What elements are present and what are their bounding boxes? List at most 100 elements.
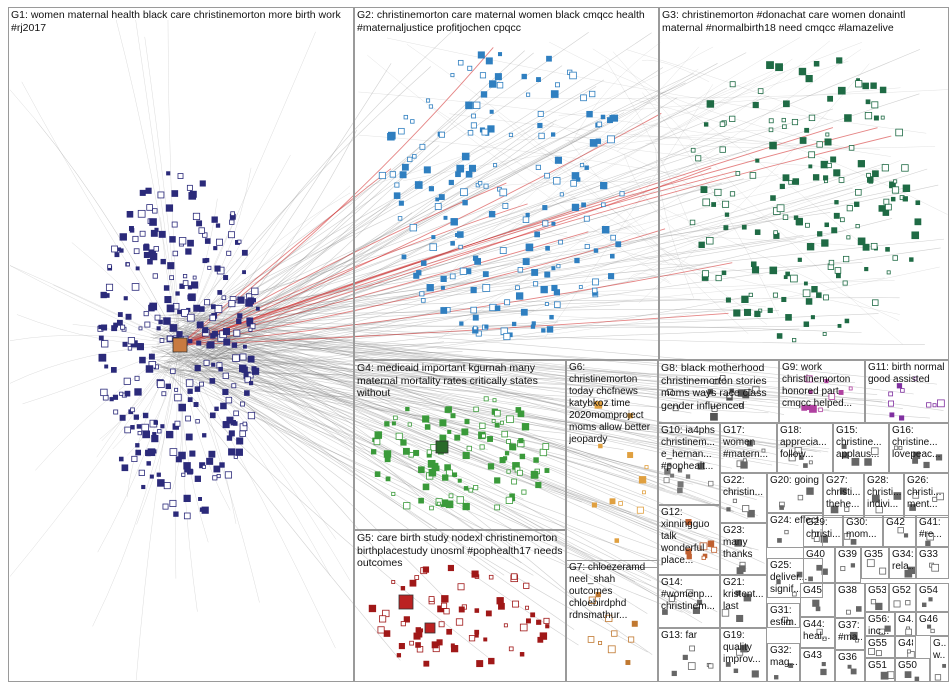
- group-panel-g47: G4...: [895, 612, 916, 636]
- group-label: G50: [898, 660, 927, 672]
- group-panel-g43: G43: [800, 648, 835, 682]
- group-label: G22: christin...: [723, 475, 764, 499]
- group-label: G3: christinemorton #donachat care women…: [662, 9, 946, 34]
- group-panel-g50: G50: [895, 658, 930, 682]
- group-panel-g10: G10: ia4phs christinem... e_hernan... #p…: [658, 423, 720, 505]
- group-label: G40: [806, 549, 832, 561]
- group-label: G54: [919, 585, 946, 597]
- group-panel-g12: G12: xinningguo talk wonderful place...: [658, 505, 720, 575]
- group-label: G46: [919, 614, 946, 626]
- group-label: G9: work christinemorton honored part cm…: [782, 362, 862, 410]
- group-panel-g20: G20: going: [767, 473, 823, 513]
- group-label: G45: [803, 585, 832, 597]
- group-label: G18: apprecia... follow...: [780, 425, 830, 461]
- group-panel-g34: G34: rela...: [889, 547, 916, 579]
- group-panel-g40: G40: [803, 547, 835, 583]
- group-panel-g23: G23: many thanks: [720, 523, 767, 575]
- group-label: G23: many thanks: [723, 525, 764, 561]
- group-panel-g48: G48: [895, 636, 916, 658]
- group-panel-g1: G1: women maternal health black care chr…: [8, 7, 354, 682]
- group-label: G44: heal...: [803, 619, 832, 643]
- group-panel-g56: G56: inc...: [865, 612, 895, 636]
- group-label: G6: christinemorton today chcfnews katyb…: [569, 362, 655, 446]
- group-panel-g33: G33: [916, 547, 949, 579]
- group-panel-g49: G... w...: [930, 636, 949, 682]
- group-panel-g35: G35: [861, 547, 889, 579]
- group-panel-g13: G13: far: [658, 628, 720, 682]
- group-label: G39: [838, 549, 858, 561]
- group-panel-g32: G32: mag...: [767, 643, 800, 682]
- group-panel-g7: G7: chloezeramd neel_shah outcomes chloe…: [566, 560, 658, 682]
- group-label: G16: christine... lovepeac...: [892, 425, 946, 461]
- group-label: G41: #re...: [919, 517, 946, 541]
- group-panel-g30: G30: mom...: [843, 515, 883, 547]
- group-panel-g41: G41: #re...: [916, 515, 949, 547]
- group-panel-g19: G19: quality improv...: [720, 628, 767, 682]
- group-label: G19: quality improv...: [723, 630, 764, 666]
- group-panel-g6: G6: christinemorton today chcfnews katyb…: [566, 360, 658, 568]
- group-panel-g15: G15: christine... applaus...: [833, 423, 889, 473]
- group-panel-g14: G14: #womenp... christinem...: [658, 575, 720, 628]
- group-panel-g3: G3: christinemorton #donachat care women…: [659, 7, 949, 360]
- group-label: G17: women #matern...: [723, 425, 774, 461]
- group-label: G27: christi... thehe...: [826, 475, 861, 511]
- group-label: G53: [868, 585, 886, 597]
- group-label: G29: christi...: [806, 517, 840, 541]
- group-panel-g38: G38: [835, 583, 865, 618]
- group-label: G8: black motherhood christinemorton sto…: [661, 362, 776, 412]
- group-panel-g45: G45: [800, 583, 835, 617]
- group-panel-g11: G11: birth normal good assisted: [865, 360, 949, 423]
- group-label: G26: christi... ment...: [907, 475, 946, 511]
- group-panel-g39: G39: [835, 547, 861, 583]
- group-panel-g31: G31: estim...: [767, 603, 800, 628]
- group-panel-g26: G26: christi... ment...: [904, 473, 949, 518]
- group-label: G13: far: [661, 630, 717, 642]
- group-label: G15: christine... applaus...: [836, 425, 886, 461]
- group-label: G12: xinningguo talk wonderful place...: [661, 507, 717, 567]
- group-label: G4: medicaid important kgurnah many mate…: [357, 362, 563, 400]
- group-panel-g22: G22: christin...: [720, 473, 767, 523]
- group-label: G21: kristent... last: [723, 577, 764, 613]
- group-label: G11: birth normal good assisted: [868, 362, 946, 386]
- group-panel-g55: G55: [865, 636, 895, 658]
- group-panel-g46: G46: [916, 612, 949, 636]
- group-label: G55: [868, 638, 892, 650]
- group-label: G32: mag...: [770, 645, 797, 669]
- group-label: G52: [892, 585, 913, 597]
- group-label: G4...: [898, 614, 913, 626]
- group-panel-g44: G44: heal...: [800, 617, 835, 648]
- group-panel-g18: G18: apprecia... follow...: [777, 423, 833, 473]
- group-label: G48: [898, 638, 913, 650]
- group-panel-g9: G9: work christinemorton honored part cm…: [779, 360, 865, 423]
- group-label: G5: care birth study nodexl christinemor…: [357, 532, 563, 570]
- group-label: G42: [886, 517, 913, 529]
- group-panel-g21: G21: kristent... last: [720, 575, 767, 628]
- group-label: G7: chloezeramd neel_shah outcomes chloe…: [569, 562, 655, 622]
- group-label: G31: estim...: [770, 605, 797, 629]
- group-label: G... w...: [933, 638, 946, 662]
- group-panel-g27: G27: christi... thehe...: [823, 473, 864, 518]
- group-label: G20: going: [770, 475, 820, 487]
- group-label: G37: #ma...: [838, 620, 862, 644]
- group-label: G35: [864, 549, 886, 561]
- group-label: G36: [838, 652, 862, 664]
- group-label: G28: christi... indivi...: [867, 475, 901, 511]
- group-label: G51: [868, 660, 892, 672]
- group-panel-g42: G42: [883, 515, 916, 547]
- group-label: G14: #womenp... christinem...: [661, 577, 717, 613]
- group-label: G30: mom...: [846, 517, 880, 541]
- group-label: G38: [838, 585, 862, 597]
- group-panel-g28: G28: christi... indivi...: [864, 473, 904, 518]
- group-panel-g2: G2: christinemorton care maternal women …: [354, 7, 659, 360]
- group-panel-g17: G17: women #matern...: [720, 423, 777, 473]
- group-panel-g53: G53: [865, 583, 889, 612]
- group-label: G34: rela...: [892, 549, 913, 573]
- group-label: G33: [919, 549, 946, 561]
- group-panel-g4: G4: medicaid important kgurnah many mate…: [354, 360, 566, 530]
- group-panel-g52: G52: [889, 583, 916, 612]
- group-label: G2: christinemorton care maternal women …: [357, 9, 656, 34]
- group-label: G56: inc...: [868, 614, 892, 638]
- group-panel-g8: G8: black motherhood christinemorton sto…: [658, 360, 779, 423]
- group-label: G43: [803, 650, 832, 662]
